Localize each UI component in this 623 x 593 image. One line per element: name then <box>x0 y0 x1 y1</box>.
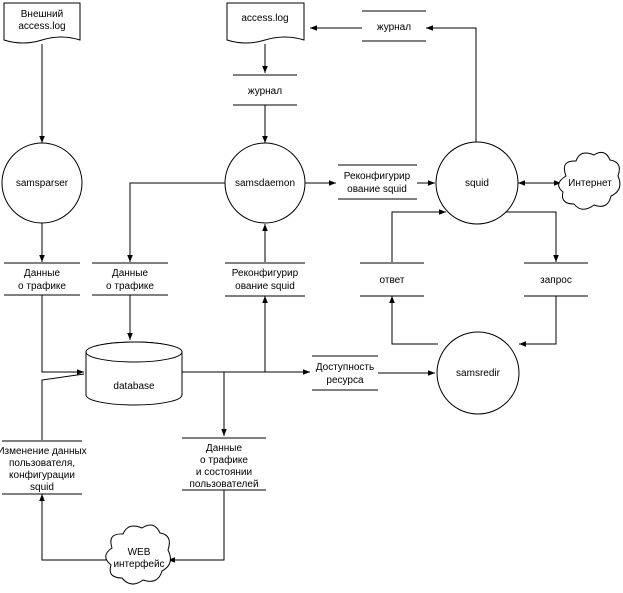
store-data-center-line1: Данные <box>112 268 149 279</box>
cloud-internet-label: Интернет <box>568 178 612 189</box>
store-reconfig-mid-line1: Реконфигурир <box>232 267 299 279</box>
arrow-web-to-userchange <box>39 494 108 561</box>
store-availability-line2: ресурса <box>326 375 364 386</box>
cloud-internet: Интернет <box>558 151 621 210</box>
document-external-log-line1: Внешний <box>21 9 63 20</box>
store-reconfig-top: Реконфигурир ование squid <box>338 164 417 200</box>
process-samsparser: samsparser <box>1 142 83 224</box>
store-userchange-line1: Изменение данных <box>0 446 87 457</box>
store-journal-top-label: журнал <box>377 22 411 33</box>
document-access-log: access.log <box>226 2 305 44</box>
store-reconfig-top-line1: Реконфигурир <box>344 170 411 182</box>
store-trafficstate-line2: о трафике <box>200 454 248 466</box>
store-trafficstate-line3: и состоянии <box>196 467 252 478</box>
arrow-trafficstate-to-web <box>168 490 225 563</box>
store-request: запрос <box>524 262 588 297</box>
store-traffic-state: Данные о трафике и состоянии пользовател… <box>182 437 266 491</box>
store-request-label: запрос <box>540 275 572 286</box>
store-response-label: ответ <box>380 275 405 286</box>
store-availability-line1: Доступность <box>316 362 374 373</box>
store-trafficstate-line1: Данные <box>206 443 243 454</box>
arrow-data-left-to-database <box>41 295 84 375</box>
arrow-database-to-reconfig <box>182 296 268 373</box>
process-samsparser-label: samsparser <box>16 178 69 189</box>
arrow-request-to-samsredir <box>519 295 557 347</box>
store-data-left: Данные о трафике <box>4 262 80 296</box>
store-userchange-line2: пользователя, <box>9 458 75 469</box>
arrow-userchange-to-database <box>41 373 85 440</box>
store-user-change: Изменение данных пользователя, конфигура… <box>0 440 87 495</box>
store-data-center: Данные о трафике <box>92 262 168 296</box>
database-label: database <box>113 381 155 392</box>
store-journal-mid-label: журнал <box>248 86 282 97</box>
store-reconfig-mid-line2: ование squid <box>235 281 295 292</box>
store-userchange-line4: squid <box>30 482 54 493</box>
connectors <box>39 25 561 563</box>
store-userchange-line3: конфигурации <box>9 469 75 481</box>
process-squid: squid <box>435 141 519 225</box>
process-samsdaemon-label: samsdaemon <box>235 178 295 189</box>
arrow-samsdaemon-to-data-center <box>127 182 225 262</box>
cloud-web-line2: интерфейс <box>113 558 164 570</box>
arrow-squid-to-journal <box>426 25 477 142</box>
process-squid-label: squid <box>465 178 489 189</box>
document-external-log-line2: access.log <box>18 21 65 32</box>
store-data-left-line2: о трафике <box>18 280 66 292</box>
database-cylinder: database <box>85 341 183 406</box>
process-samsredir: samsredir <box>436 331 520 415</box>
arrow-response-to-squid <box>391 209 446 262</box>
store-response: ответ <box>360 262 424 297</box>
store-journal-mid: журнал <box>233 74 297 106</box>
process-samsredir-label: samsredir <box>456 368 501 379</box>
cloud-web-interface: WEB интерфейс <box>105 524 171 585</box>
arrow-squid-to-request <box>505 211 559 262</box>
store-reconfig-mid: Реконфигурир ование squid <box>225 262 305 297</box>
store-availability: Доступность ресурса <box>312 355 378 391</box>
arrow-samsredir-to-response <box>389 296 438 345</box>
store-journal-top: журнал <box>362 10 426 42</box>
store-trafficstate-line4: пользователей <box>189 479 258 490</box>
document-external-access-log: Внешний access.log <box>3 2 81 44</box>
store-data-center-line2: о трафике <box>106 280 154 292</box>
cloud-web-line1: WEB <box>128 547 151 558</box>
document-access-log-label: access.log <box>241 13 288 24</box>
store-data-left-line1: Данные <box>24 268 61 279</box>
store-reconfig-top-line2: ование squid <box>347 184 407 195</box>
process-samsdaemon: samsdaemon <box>224 142 306 224</box>
